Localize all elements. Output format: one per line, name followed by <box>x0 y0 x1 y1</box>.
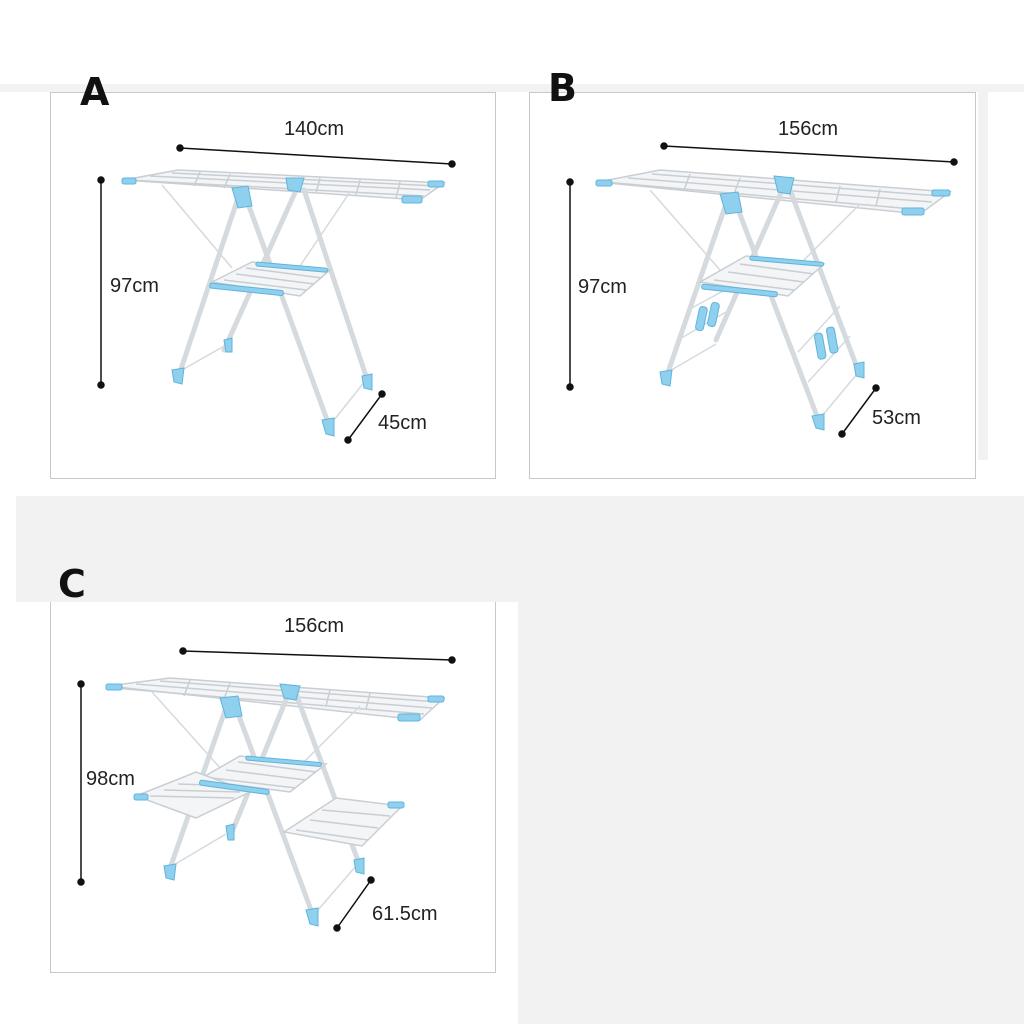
right-strip <box>978 92 988 460</box>
width-label-b: 156cm <box>778 118 839 140</box>
blue-joints-c <box>105 683 445 927</box>
height-label-b: 97cm <box>578 276 627 298</box>
bottom-right-area <box>518 602 1024 1024</box>
blue-joints-b <box>595 175 951 431</box>
blue-joints-a <box>121 177 445 437</box>
width-label-a: 140cm <box>284 118 345 140</box>
support-rods-c <box>151 691 361 911</box>
middle-shelf-c <box>195 755 328 793</box>
right-wing-shelf-c <box>282 797 404 847</box>
depth-label-c: 61.5cm <box>372 903 438 925</box>
top-band <box>0 84 1024 92</box>
depth-label-b: 53cm <box>872 407 921 429</box>
dimension-lines-c <box>77 647 456 932</box>
middle-band <box>16 496 1024 602</box>
height-label-a: 97cm <box>110 275 159 297</box>
dimension-lines-b <box>566 142 958 438</box>
support-rods-a <box>161 184 367 421</box>
height-label-c: 98cm <box>86 768 135 790</box>
width-label-c: 156cm <box>284 615 345 637</box>
dimension-lines-a <box>97 144 456 444</box>
product-letter-c: C <box>58 562 86 606</box>
depth-label-a: 45cm <box>378 412 427 434</box>
product-letter-a: A <box>80 70 110 114</box>
product-letter-b: B <box>548 66 577 110</box>
